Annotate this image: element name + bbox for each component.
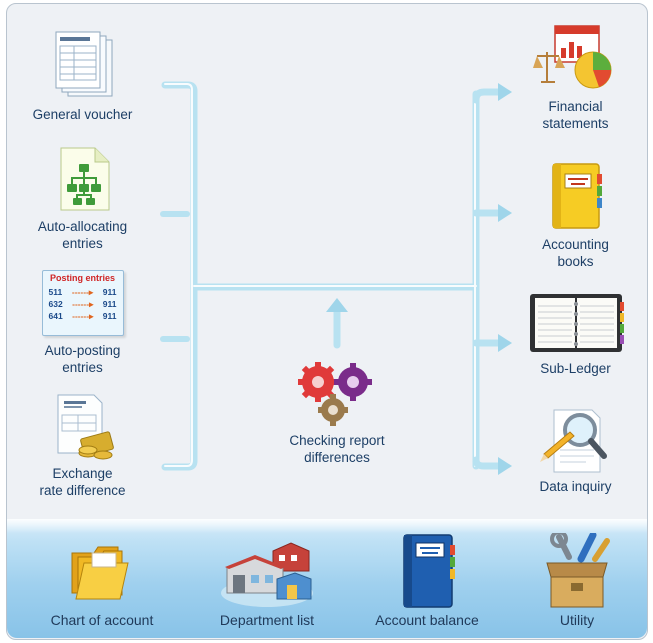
posting-rows: 511 ------▸ 911 632 ------▸ 911 641 ------▸ 91… xyxy=(43,286,123,322)
posting-credit: 911 xyxy=(102,311,117,321)
financial-statements-label: Financial statements xyxy=(542,99,609,131)
department-list-button[interactable]: Department list xyxy=(192,519,342,638)
chart-of-account-label: Chart of account xyxy=(50,612,154,628)
chart-of-account-button[interactable]: Chart of account xyxy=(27,519,177,638)
folders-icon xyxy=(71,546,129,600)
flow-connectors xyxy=(160,81,512,475)
buildings-icon xyxy=(221,542,313,607)
posting-entries-icon: Posting entries 511 ------▸ 911 632 ------▸… xyxy=(41,270,124,336)
exchange-rate-item[interactable]: Exchange rate difference xyxy=(20,393,145,499)
accounting-book-icon xyxy=(551,163,602,229)
posting-credit: 911 xyxy=(102,299,117,309)
posting-credit: 911 xyxy=(102,287,117,297)
posting-debit: 511 xyxy=(48,287,63,297)
utility-button[interactable]: Utility xyxy=(502,519,647,638)
utility-label: Utility xyxy=(559,612,595,628)
posting-debit: 641 xyxy=(48,311,63,321)
posting-debit: 632 xyxy=(48,299,63,309)
toolbar-shine xyxy=(7,519,647,533)
bottom-toolbar: Chart of account Department list Account… xyxy=(7,519,647,638)
data-inquiry-label: Data inquiry xyxy=(539,479,612,494)
posting-card-title: Posting entries xyxy=(49,273,115,283)
account-balance-button[interactable]: Account balance xyxy=(352,519,502,638)
accounting-books-label: Accounting books xyxy=(542,237,609,269)
checking-report-item[interactable]: Checking report differences xyxy=(262,360,412,466)
financial-chart-icon xyxy=(532,25,611,89)
accounting-books-item[interactable]: Accounting books xyxy=(518,160,633,270)
gears-icon xyxy=(298,362,372,426)
exchange-rate-icon xyxy=(57,394,114,460)
sub-ledger-label: Sub-Ledger xyxy=(540,361,611,376)
voucher-documents-icon xyxy=(55,31,112,97)
toolbox-icon xyxy=(546,533,610,608)
checking-report-label: Checking report differences xyxy=(289,433,385,465)
auto-allocating-item[interactable]: Auto-allocating entries xyxy=(20,146,145,252)
allocation-tree-icon xyxy=(60,147,109,211)
posting-arrow: ------▸ xyxy=(72,299,94,309)
exchange-rate-label: Exchange rate difference xyxy=(39,466,126,498)
posting-row: 641 ------▸ 911 xyxy=(43,310,123,322)
general-voucher-label: General voucher xyxy=(32,107,133,122)
posting-row: 632 ------▸ 911 xyxy=(43,298,123,310)
auto-allocating-label: Auto-allocating entries xyxy=(37,219,128,251)
magnifier-icon xyxy=(539,409,607,473)
auto-posting-label: Auto-posting entries xyxy=(44,343,121,375)
account-balance-label: Account balance xyxy=(375,612,479,628)
sub-ledger-item[interactable]: Sub-Ledger xyxy=(518,290,633,377)
financial-statements-item[interactable]: Financial statements xyxy=(518,22,633,132)
posting-arrow: ------▸ xyxy=(71,287,94,297)
data-inquiry-item[interactable]: Data inquiry xyxy=(518,404,633,495)
general-voucher-item[interactable]: General voucher xyxy=(20,30,145,123)
posting-row: 511 ------▸ 911 xyxy=(43,286,123,298)
auto-posting-item[interactable]: Posting entries 511 ------▸ 911 632 ------▸… xyxy=(20,270,145,376)
balance-book-icon xyxy=(403,534,455,608)
department-list-label: Department list xyxy=(219,612,315,628)
posting-arrow: ------▸ xyxy=(72,311,94,321)
ledger-notebook-icon xyxy=(529,294,624,352)
